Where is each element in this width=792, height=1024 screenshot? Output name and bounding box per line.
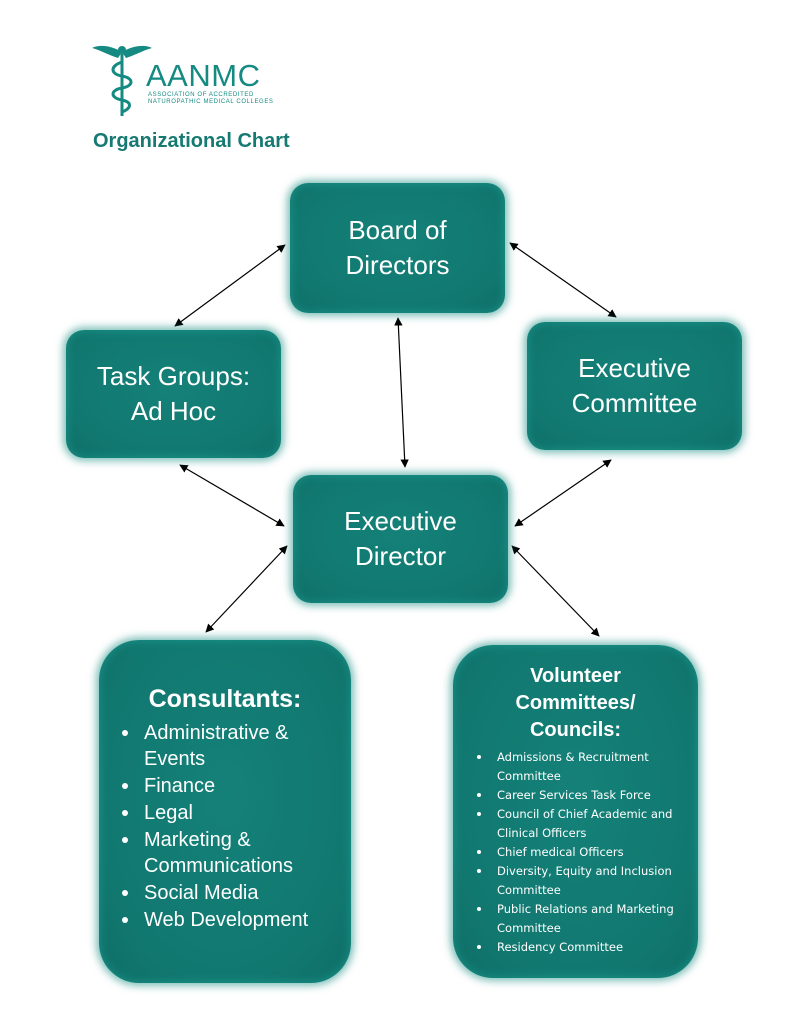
- logo-subtitle-line2: NATUROPATHIC MEDICAL COLLEGES: [148, 99, 274, 105]
- node-task-groups: Task Groups: Ad Hoc: [66, 330, 281, 458]
- volunteer-list: Admissions & Recruitment Committee Caree…: [453, 748, 698, 957]
- list-item: Diversity, Equity and Inclusion Committe…: [477, 862, 690, 900]
- node-consultants: Consultants: Administrative & Events Fin…: [99, 640, 351, 983]
- logo-subtitle: ASSOCIATION OF ACCREDITED NATUROPATHIC M…: [148, 92, 274, 106]
- volunteer-heading-line2: Committees/: [515, 692, 636, 714]
- list-item: Council of Chief Academic and Clinical O…: [477, 805, 690, 843]
- node-volunteer-committees: Volunteer Committees/ Councils: Admissio…: [453, 645, 698, 978]
- logo-subtitle-line1: ASSOCIATION OF ACCREDITED: [148, 92, 254, 98]
- arrow-taskgroups-execdirector: [179, 464, 285, 527]
- arrow-board-execdirector: [394, 317, 409, 468]
- consultants-list: Administrative & Events Finance Legal Ma…: [99, 720, 351, 934]
- list-item: Finance: [122, 773, 341, 799]
- list-item: Web Development: [122, 907, 341, 933]
- list-item: Admissions & Recruitment Committee: [477, 748, 690, 786]
- consultants-heading: Consultants:: [148, 685, 302, 713]
- list-item: Social Media: [122, 880, 341, 906]
- node-board-line2: Directors: [345, 250, 450, 280]
- arrow-board-taskgroups: [174, 244, 286, 327]
- volunteer-heading-line1: Volunteer: [530, 665, 621, 687]
- list-item: Administrative & Events: [122, 720, 341, 772]
- node-taskgroups-line2: Ad Hoc: [130, 396, 217, 426]
- volunteer-heading-line3: Councils:: [529, 719, 622, 741]
- list-item: Career Services Task Force: [477, 786, 690, 805]
- list-item: Chief medical Officers: [477, 843, 690, 862]
- volunteer-heading: Volunteer Committees/ Councils:: [453, 663, 698, 744]
- arrow-board-execcommittee: [509, 242, 617, 318]
- logo-wordmark: AANMC: [146, 58, 261, 93]
- node-board-line1: Board of: [348, 215, 447, 245]
- node-executive-director: Executive Director: [293, 475, 508, 603]
- arrow-execcommittee-execdirector: [514, 459, 612, 527]
- list-item: Marketing & Communications: [122, 827, 341, 879]
- node-execcomm-line2: Committee: [571, 388, 698, 418]
- node-execdir-line1: Executive: [344, 506, 457, 536]
- list-item: Legal: [122, 800, 341, 826]
- node-executive-committee: Executive Committee: [527, 322, 742, 450]
- page-title: Organizational Chart: [93, 130, 290, 152]
- list-item: Residency Committee: [477, 938, 690, 957]
- arrow-execdirector-volunteer: [511, 545, 600, 637]
- aanmc-logo: AANMC ASSOCIATION OF ACCREDITED NATUROPA…: [92, 40, 292, 120]
- node-board-of-directors: Board of Directors: [290, 183, 505, 313]
- caduceus-icon: [92, 45, 152, 116]
- node-execdir-line2: Director: [354, 541, 446, 571]
- list-item: Public Relations and Marketing Committee: [477, 900, 690, 938]
- node-execcomm-line1: Executive: [578, 353, 691, 383]
- arrow-execdirector-consultants: [205, 545, 288, 633]
- node-taskgroups-line1: Task Groups:: [96, 361, 251, 391]
